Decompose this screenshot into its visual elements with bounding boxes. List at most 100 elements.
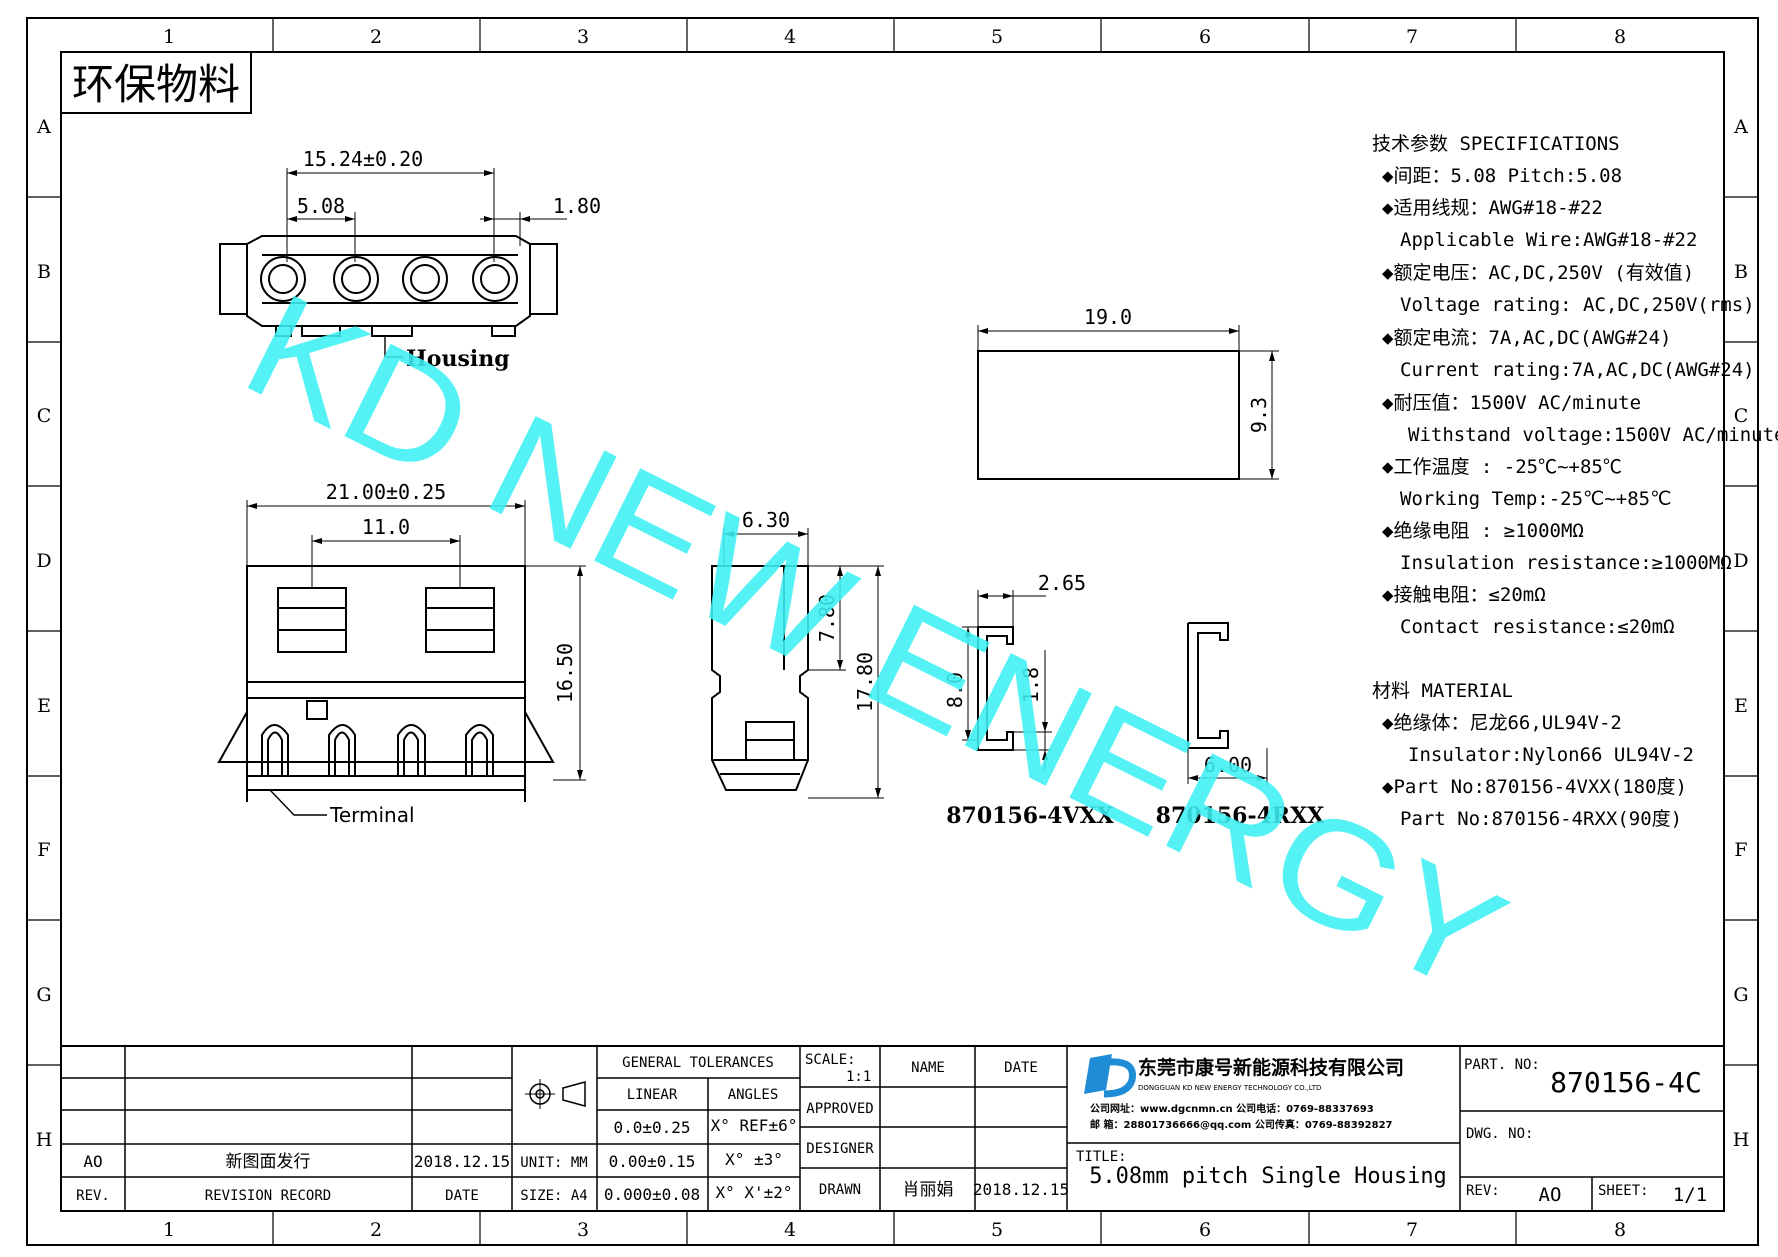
col-label-5: 5	[991, 26, 1003, 48]
spec-line: Working Temp:-25℃~+85℃	[1400, 488, 1671, 510]
general-tolerances-label: GENERAL TOLERANCES	[622, 1055, 774, 1071]
rect-view	[977, 325, 1279, 480]
spec-line: Current rating:7A,AC,DC(AWG#24)	[1400, 359, 1755, 381]
material-heading: 材料 MATERIAL	[1372, 680, 1513, 702]
name-label: NAME	[911, 1060, 945, 1076]
spec-line: Applicable Wire:AWG#18-#22	[1400, 229, 1697, 251]
drawn-date: 2018.12.15	[973, 1180, 1069, 1199]
scale-value: 1:1	[846, 1069, 871, 1085]
date-label: DATE	[445, 1188, 479, 1204]
part-no-label: PART. NO:	[1464, 1057, 1540, 1073]
date-col-label: DATE	[1004, 1060, 1038, 1076]
row-label-e: E	[37, 695, 51, 717]
angles-label: ANGLES	[728, 1087, 779, 1103]
unit-label: UNIT: MM	[520, 1155, 587, 1171]
designer-label: DESIGNER	[806, 1141, 874, 1157]
spec-line: ◆适用线规：AWG#18-#22	[1382, 197, 1603, 219]
part-no-value: 870156-4C	[1550, 1066, 1702, 1099]
company-name-cn: 东莞市康号新能源科技有限公司	[1138, 1056, 1404, 1079]
col-label-6: 6	[1199, 26, 1211, 48]
housing-label: Housing	[406, 346, 510, 372]
col-label-5-bottom: 5	[991, 1219, 1003, 1241]
right-angle-arrows	[1188, 775, 1267, 781]
material-line: Insulator:Nylon66 UL94V-2	[1408, 744, 1694, 766]
row-label-h-right: H	[1733, 1129, 1750, 1151]
part-label-4vxx: 870156-4VXX	[946, 803, 1114, 829]
row-label-d: D	[36, 550, 51, 572]
dim-rect-height: 9.3	[1247, 397, 1271, 433]
dim-inner: 11.0	[362, 515, 410, 539]
approved-label: APPROVED	[806, 1101, 873, 1117]
col-label-1: 1	[163, 26, 175, 48]
col-label-2: 2	[370, 26, 382, 48]
col-label-7-bottom: 7	[1406, 1219, 1418, 1241]
rev-value-2: AO	[1539, 1184, 1562, 1206]
spec-line: Insulation resistance:≥1000MΩ	[1400, 552, 1732, 574]
rev-record-value: 新图面发行	[226, 1152, 311, 1172]
row-label-d-right: D	[1733, 550, 1748, 572]
rev-value: AO	[83, 1152, 102, 1171]
material-line: Part No:870156-4RXX(90度)	[1400, 808, 1682, 830]
spec-line: Withstand voltage:1500V AC/minute	[1408, 424, 1778, 446]
tol-linear-1: 0.0±0.25	[613, 1118, 690, 1137]
terminal-label: Terminal	[329, 803, 415, 827]
row-label-c: C	[37, 405, 52, 427]
rect-view-arrows	[978, 328, 1275, 479]
row-label-b: B	[37, 261, 51, 283]
dim-vt-small: 1.8	[1019, 667, 1043, 703]
company-logo	[1084, 1054, 1136, 1098]
dim-ra-bottom: 6.00	[1204, 753, 1252, 777]
front-view	[217, 500, 586, 816]
col-label-7: 7	[1406, 26, 1418, 48]
spec-line: Voltage rating: AC,DC,250V(rms)	[1400, 294, 1755, 316]
col-label-2-bottom: 2	[370, 1219, 382, 1241]
scale-label: SCALE:	[805, 1052, 856, 1068]
vertical-terminal-arrows	[965, 593, 1048, 760]
company-contact-2: 邮 箱：28801736666@qq.com 公司传真：0769-8839282…	[1090, 1118, 1393, 1131]
col-label-8-bottom: 8	[1614, 1219, 1626, 1241]
top-view-arrows	[287, 170, 530, 222]
rev-label: REV.	[76, 1188, 110, 1204]
spec-line: ◆接触电阻：≤20mΩ	[1382, 584, 1546, 606]
spec-line: ◆额定电流：7A,AC,DC(AWG#24)	[1382, 327, 1671, 349]
row-label-f-right: F	[1734, 839, 1747, 861]
dim-vt-top: 2.65	[1038, 571, 1086, 595]
col-label-1-bottom: 1	[163, 1219, 175, 1241]
dim-width: 21.00±0.25	[326, 480, 446, 504]
row-label-c-right: C	[1734, 405, 1749, 427]
tol-angle-3: X° X'±2°	[715, 1183, 792, 1202]
revision-record-label: REVISION RECORD	[205, 1188, 331, 1204]
col-label-4-bottom: 4	[784, 1219, 796, 1241]
dim-vt-height: 8.0	[943, 672, 967, 708]
row-label-f: F	[37, 839, 50, 861]
specifications: 技术参数 SPECIFICATIONS ◆间距：5.08 Pitch:5.08 …	[1372, 133, 1778, 830]
vertical-terminal	[962, 590, 1052, 770]
material-line: ◆Part No:870156-4VXX(180度)	[1382, 776, 1687, 798]
row-label-a-right: A	[1733, 116, 1748, 138]
sheet-label: SHEET:	[1598, 1183, 1649, 1199]
size-label: SIZE: A4	[520, 1188, 587, 1204]
material-line: ◆绝缘体：尼龙66,UL94V-2	[1382, 712, 1622, 734]
zone-dividers	[27, 18, 1758, 1245]
rev-date-value: 2018.12.15	[414, 1152, 510, 1171]
col-label-3-bottom: 3	[577, 1219, 589, 1241]
spec-line: ◆工作温度 : -25℃~+85℃	[1382, 456, 1622, 478]
eco-badge-text: 环保物料	[72, 60, 240, 109]
col-label-6-bottom: 6	[1199, 1219, 1211, 1241]
dim-rect-width: 19.0	[1084, 305, 1132, 329]
spec-line: ◆额定电压：AC,DC,250V (有效值)	[1382, 262, 1694, 284]
tol-angle-2: X° ±3°	[725, 1150, 783, 1169]
tol-angle-1: X° REF±6°	[711, 1116, 798, 1135]
spec-line: ◆间距：5.08 Pitch:5.08	[1382, 165, 1622, 187]
front-view-arrows	[247, 503, 583, 780]
top-view	[219, 168, 567, 358]
dim-overall: 15.24±0.20	[303, 147, 423, 171]
dim-side-upper: 7.80	[815, 594, 839, 642]
row-label-g-right: G	[1733, 984, 1748, 1006]
dim-side-total: 17.80	[853, 652, 877, 712]
col-label-8: 8	[1614, 26, 1626, 48]
rev-label-2: REV:	[1466, 1183, 1500, 1199]
dwg-no-label: DWG. NO:	[1466, 1126, 1533, 1142]
tol-linear-2: 0.00±0.15	[609, 1152, 696, 1171]
